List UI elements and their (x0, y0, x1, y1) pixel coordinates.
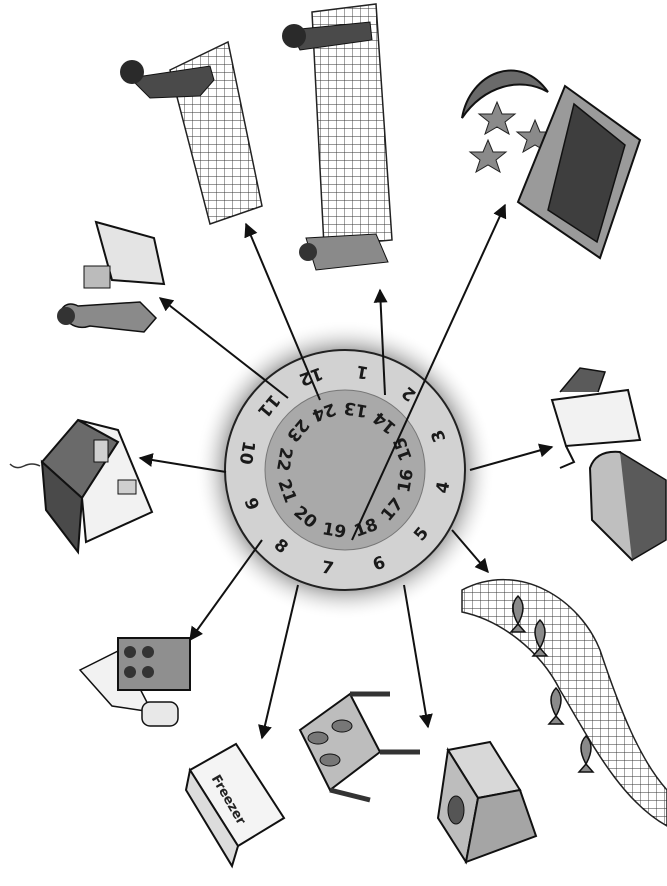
moon-shape (461, 69, 549, 119)
fish-box-icon (436, 740, 538, 865)
bed-mattress (547, 102, 626, 244)
man-head (120, 60, 144, 84)
inner-number-16: 16 (394, 467, 418, 494)
net-mesh (461, 579, 667, 827)
outer-number-1: 1 (355, 361, 370, 383)
fish-group (509, 594, 595, 773)
arrow-16-to-net-woman (373, 288, 388, 396)
net-mesh (311, 3, 393, 247)
arrow-7-to-net (451, 529, 489, 574)
freezer-icon: Freezer (184, 742, 286, 869)
fish-table-icon (298, 691, 420, 803)
man-figure (128, 65, 215, 99)
gas-cylinder (141, 701, 179, 727)
house-roof-lower (40, 459, 84, 555)
coffee-pot-lid (559, 367, 607, 393)
inner-number-19: 19 (321, 519, 348, 543)
arrow-14-to-net-man (244, 222, 321, 401)
outer-number-10: 10 (235, 439, 259, 466)
outer-number-7: 7 (320, 558, 335, 580)
house-window (117, 479, 137, 495)
woman-head (57, 307, 75, 325)
box-side (464, 788, 538, 864)
coffee-pot-spout (559, 445, 576, 469)
fish-shape (577, 734, 595, 773)
inner-number-13: 13 (342, 397, 369, 421)
arrow-10-to-freezer (258, 584, 299, 740)
cooking-cart (94, 220, 166, 286)
night-sleep-icon (461, 69, 642, 260)
cooking-pot (83, 265, 111, 289)
star-shape (468, 138, 508, 174)
man-hauling-net-icon (120, 40, 263, 225)
fish-shape (307, 731, 329, 745)
arrow-11-to-stove (189, 539, 263, 642)
clock-inner-disc (264, 389, 426, 551)
arrow-8-to-fish-box (403, 584, 433, 729)
freezer-front (184, 767, 240, 869)
fish-shape (447, 795, 465, 825)
arrow-6-to-coffee (469, 443, 554, 471)
coffee-pot-icon (550, 367, 667, 562)
arrow-21-to-night (351, 203, 507, 541)
man-head (282, 24, 306, 48)
net-mesh (169, 40, 263, 225)
woman-figure (305, 233, 389, 271)
burner (124, 646, 136, 658)
house-icon (9, 418, 154, 555)
woman-head (299, 243, 317, 261)
arrow-1-to-woman-cooking (158, 297, 289, 399)
stove-icon (78, 637, 191, 727)
woman-cooking-icon (57, 220, 166, 333)
arrow-12-to-house (138, 453, 227, 473)
fish-net-icon (461, 579, 667, 827)
burner (142, 646, 154, 658)
outer-number-4: 4 (433, 480, 455, 495)
fish-shape (331, 719, 353, 733)
burner (142, 666, 154, 678)
star-shape (477, 100, 517, 136)
man-net-woman-icon (282, 3, 393, 271)
smoke-icon (9, 463, 41, 469)
coffee-pot-body (550, 388, 642, 448)
fish-shape (509, 594, 527, 633)
fish-shape (531, 618, 549, 657)
fish-shape (319, 753, 341, 767)
fish-shape (547, 686, 565, 725)
table-leg (329, 787, 371, 803)
arrows (138, 203, 554, 740)
stove-body (117, 637, 191, 691)
house-window (93, 439, 109, 463)
house-wall (77, 419, 154, 544)
burner (124, 666, 136, 678)
inner-number-22: 22 (272, 446, 296, 473)
bread-board (619, 451, 667, 561)
